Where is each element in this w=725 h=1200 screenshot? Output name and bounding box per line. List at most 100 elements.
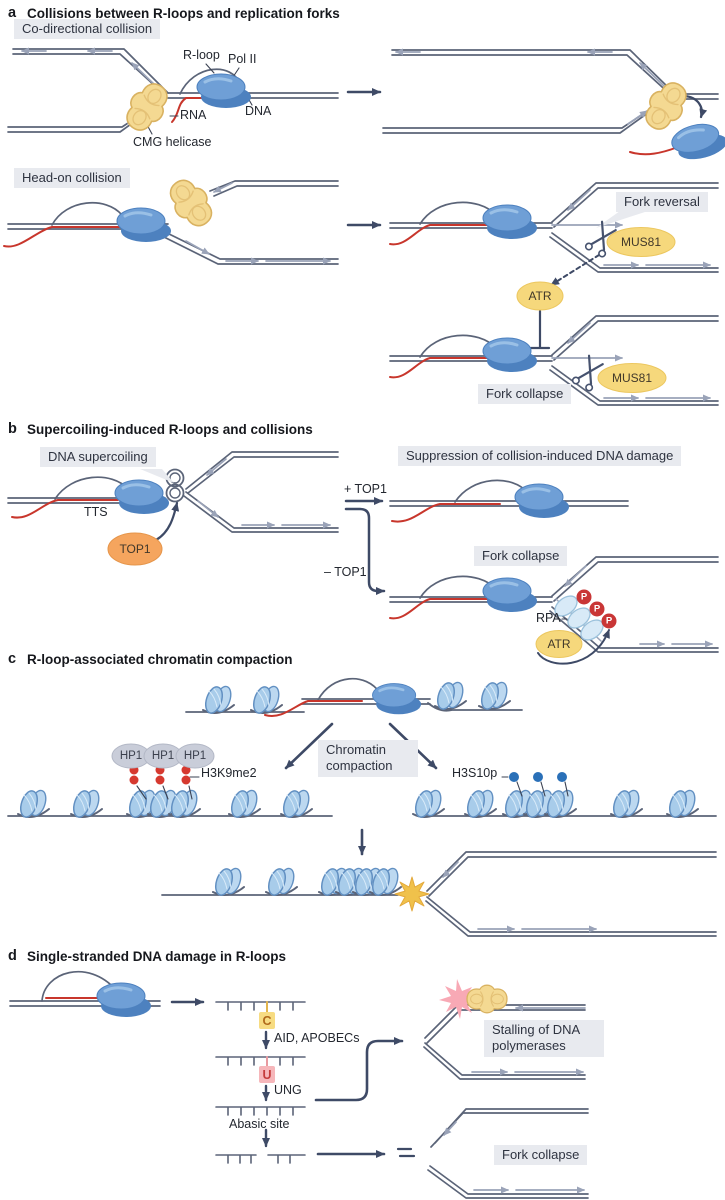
top1-label: TOP1 xyxy=(119,542,151,556)
atr-badge xyxy=(516,281,564,311)
stalling-fork xyxy=(423,1004,586,1080)
cmg-helicase-icon xyxy=(636,74,696,138)
rna-strand xyxy=(391,503,501,523)
r-loop-label: R-loop xyxy=(183,48,220,62)
codirectional-fork xyxy=(7,47,339,135)
rna-strand xyxy=(389,357,493,379)
branch-to-stalling-arrow xyxy=(314,1037,404,1102)
suppression-label: Suppression of collision-induced DNA dam… xyxy=(398,446,682,467)
r-loop-arc xyxy=(41,970,117,1002)
nucleosome-icon xyxy=(16,787,50,821)
nucleosome-icon xyxy=(264,865,298,899)
nucleosome-icon xyxy=(411,787,445,821)
panel-a-artwork xyxy=(3,47,725,406)
cmg-helicase-icon xyxy=(117,75,177,139)
chromatin-compaction-label: Chromatin compaction xyxy=(318,740,418,777)
ssdna-ladders xyxy=(215,1001,306,1164)
pol-ii-icon xyxy=(95,981,153,1019)
uracil-label: U xyxy=(262,1068,272,1082)
mus81-label: MUS81 xyxy=(611,371,653,385)
rpa-label: RPA xyxy=(536,611,561,625)
signalling-dashed-arrow xyxy=(550,254,600,286)
panel-c-letter: c xyxy=(8,651,17,667)
pol-ii-icon xyxy=(513,482,571,520)
panel-a-title: Collisions between R-loops and replicati… xyxy=(27,6,340,21)
hp1-badge xyxy=(111,743,215,769)
stalling-label: Stalling of DNA polymerases xyxy=(484,1020,604,1057)
displacement-arrow xyxy=(682,94,708,119)
r-loop-arc xyxy=(317,678,381,701)
nucleosome-icon xyxy=(609,787,643,821)
headon-label: Head-on collision xyxy=(14,168,130,189)
methyl-mark-icon xyxy=(129,765,200,800)
collapsed-fork xyxy=(427,1108,589,1199)
callout-pointer xyxy=(596,211,648,228)
panel-b-title: Supercoiling-induced R-loops and collisi… xyxy=(27,422,313,437)
nucleosome-icon xyxy=(211,865,245,899)
damage-star-icon xyxy=(439,979,479,1019)
h3s10p-label: H3S10p xyxy=(452,766,498,780)
nucleosome-icon xyxy=(433,679,467,713)
dna-supercoiling-label: DNA supercoiling xyxy=(40,447,156,468)
atr-badge xyxy=(535,630,583,658)
stalled-polymerase-icon xyxy=(466,984,508,1014)
pol-ii-icon xyxy=(481,576,539,614)
nucleosome-icon xyxy=(249,683,283,717)
chromatin-rloop-row xyxy=(185,678,523,717)
nucleosome-icon xyxy=(665,787,699,821)
mus81-badge xyxy=(606,227,676,257)
codirectional-result xyxy=(382,48,719,156)
plus-top1-label: + TOP1 xyxy=(344,482,387,496)
collision-star-icon xyxy=(394,876,430,912)
fork-reversal-label: Fork reversal xyxy=(616,192,708,213)
nicked-ssdna xyxy=(215,1154,306,1164)
phospho-mark-icon xyxy=(501,772,569,797)
rna-strand xyxy=(171,97,217,123)
panel-d-letter: d xyxy=(8,948,17,964)
pol-ii-icon xyxy=(115,206,173,244)
cytosine-box xyxy=(259,1012,275,1029)
inhibition-tbar xyxy=(529,309,551,350)
h3k9me2-label: H3K9me2 xyxy=(201,766,257,780)
rna-strand xyxy=(629,146,679,156)
rna-strand xyxy=(389,224,493,246)
cmg-helicase-label: CMG helicase xyxy=(133,135,212,149)
diverge-arrow-left xyxy=(284,722,334,770)
abasic-site-label: Abasic site xyxy=(229,1117,290,1131)
fork-collapse-label-d: Fork collapse xyxy=(494,1145,588,1166)
phospho-icon xyxy=(576,589,617,629)
nucleosome-icon xyxy=(69,787,103,821)
mus81-label: MUS81 xyxy=(620,235,662,249)
mus81-badge xyxy=(597,363,667,393)
phospho-label: P xyxy=(580,591,588,603)
rna-strand xyxy=(264,700,363,717)
panel-d-title: Single-stranded DNA damage in R-loops xyxy=(27,949,287,964)
callout-pointer xyxy=(140,469,174,483)
pol-ii-icon xyxy=(667,116,725,167)
top1-badge xyxy=(107,532,163,566)
hp1-label: HP1 xyxy=(119,750,143,762)
fork-collapse-label-b: Fork collapse xyxy=(474,546,568,567)
nucleosome-icon xyxy=(463,787,497,821)
atr-label: ATR xyxy=(528,289,552,303)
atr-phospho-arrow xyxy=(537,629,610,665)
rna-strand xyxy=(3,226,121,248)
rna-strand xyxy=(389,598,493,620)
minus-top1-arrow xyxy=(344,507,386,595)
hp1-label: HP1 xyxy=(151,750,175,762)
fork-vs-chromatin xyxy=(425,851,717,937)
broken-end-marks xyxy=(396,1147,416,1158)
cytosine-label: C xyxy=(262,1014,272,1028)
rna-label: RNA xyxy=(180,108,207,122)
hp1-label: HP1 xyxy=(183,750,207,762)
tts-label: TTS xyxy=(84,505,108,519)
suppression-diagram xyxy=(389,479,629,523)
pol-ii-icon xyxy=(195,72,253,110)
pol-ii-label: Pol II xyxy=(228,52,257,66)
pol-ii-icon xyxy=(481,203,539,241)
atr-label: ATR xyxy=(547,637,571,651)
panel-c-title: R-loop-associated chromatin compaction xyxy=(27,652,293,667)
minus-top1-label: – TOP1 xyxy=(324,565,367,579)
nucleosome-icon xyxy=(279,787,313,821)
